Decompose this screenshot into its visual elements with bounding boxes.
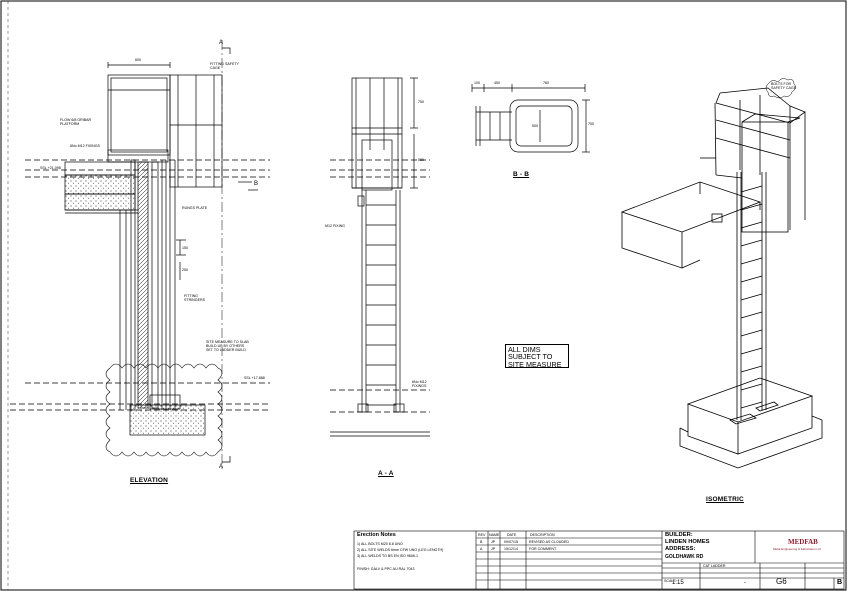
rev-header-rev: REV (478, 533, 486, 537)
rev-a-rev: A (480, 547, 483, 551)
builder-label: BUILDER: (665, 532, 693, 538)
drawing-number: G6 (776, 577, 787, 586)
rev-b-date: 09/07/15 (504, 540, 518, 544)
section-marker-a-top: A (219, 40, 224, 46)
dim-aa-h2: 550 (418, 158, 424, 162)
section-aa-view (330, 77, 430, 437)
address-label: ADDRESS: (665, 546, 696, 552)
rev-a-name: JP (491, 547, 496, 551)
dim-bb-right: 700 (588, 122, 594, 126)
elevation-title: ELEVATION (130, 477, 169, 484)
callout-stringers: FITTING STRINGERS (184, 294, 205, 302)
erection-notes-heading: Erection Notes (357, 532, 396, 538)
dim-aa-h1: 750 (418, 100, 424, 104)
level-upper: SSL +21.098 (40, 166, 61, 170)
scale-value: 1:15 (672, 580, 684, 586)
callout-cage: FITTING SAFETY CAGE (210, 62, 239, 70)
title-block-lines (353, 530, 845, 590)
section-marker-a-bottom: A (219, 464, 224, 470)
rev-header-desc: DESCRIPTION (530, 533, 555, 537)
company-logo: MEDFAB (788, 538, 818, 546)
callout-aa-fixings-bottom: 6No M12 FIXINGS (412, 380, 427, 388)
dim-bb-left: 450 (494, 81, 500, 85)
drawing-title: CAT LADDER (703, 564, 726, 568)
callout-fixings-top: 6No M12 FIXINGS (70, 144, 100, 148)
revision-letter: B (837, 579, 843, 586)
callout-iso-cage: BOLTS FOR SAFETY CAGE (771, 82, 797, 90)
note-2: 2) ALL SITE WELDS 6mm CFW UNO (LEG LENGT… (357, 548, 444, 552)
section-bb-title: B - B (513, 171, 530, 178)
finish-note: FINISH: GALV & PPC AU RAL 7043 (357, 567, 415, 571)
note-1: 1) ALL BOLTS M20 8.8 UNO (357, 542, 403, 546)
section-bb-view (471, 84, 590, 153)
rev-a-date: 15/12/14 (504, 547, 518, 551)
note-line-1: ALL DIMS (508, 345, 541, 354)
scale-label: SCALE (664, 579, 676, 583)
rev-b-name: JP (491, 540, 496, 544)
dim-elev-v1: 150 (182, 246, 188, 250)
dim-bb-width: 760 (543, 81, 549, 85)
rev-a-desc: FOR COMMENT (529, 547, 557, 551)
rev-header-name: NAME (489, 533, 500, 537)
callout-platform: FLOW 6/8 GRIBAR PLATFORM (60, 118, 92, 126)
section-aa-title: A - A (378, 470, 394, 477)
company-subtitle: Metal Engineering & Fabrication Ltd (773, 547, 821, 551)
rev-b-rev: B (480, 540, 483, 544)
dim-elev-v2: 250 (182, 268, 188, 272)
isometric-title: ISOMETRIC (706, 496, 744, 503)
builder-name: LINDEN HOMES (665, 539, 710, 545)
site-measure-note: ALL DIMS SUBJECT TO SITE MEASURE (505, 344, 569, 368)
section-marker-b: B (254, 181, 259, 187)
address-value: GOLDHAWK RD (665, 554, 704, 560)
rev-b-desc: REVISED AS CLOUDED (529, 540, 569, 544)
dim-top-width: 600 (135, 58, 141, 62)
dim-bb-inner: 500 (532, 124, 538, 128)
note-line-3: SITE MEASURE (508, 359, 562, 369)
dim-bb-left2: 100 (474, 81, 480, 85)
callout-rungs: RUNGS PLATE (182, 206, 208, 210)
note-3: 3) ALL WELDS TO BS EN ISO 9606-1 (357, 554, 419, 558)
rev-header-date: DATE (507, 533, 517, 537)
callout-aa-fixing: M12 FIXING (325, 224, 345, 228)
callout-site-measure: SITE MEASURE TO SLAB BUILD UP BY OTHERS … (206, 340, 249, 352)
level-lower: SSL +17.888 (244, 376, 265, 380)
elevation-view (10, 40, 270, 470)
dash-value: - (744, 580, 746, 586)
isometric-view (620, 78, 823, 469)
note-line-2: SUBJECT TO (508, 352, 553, 362)
